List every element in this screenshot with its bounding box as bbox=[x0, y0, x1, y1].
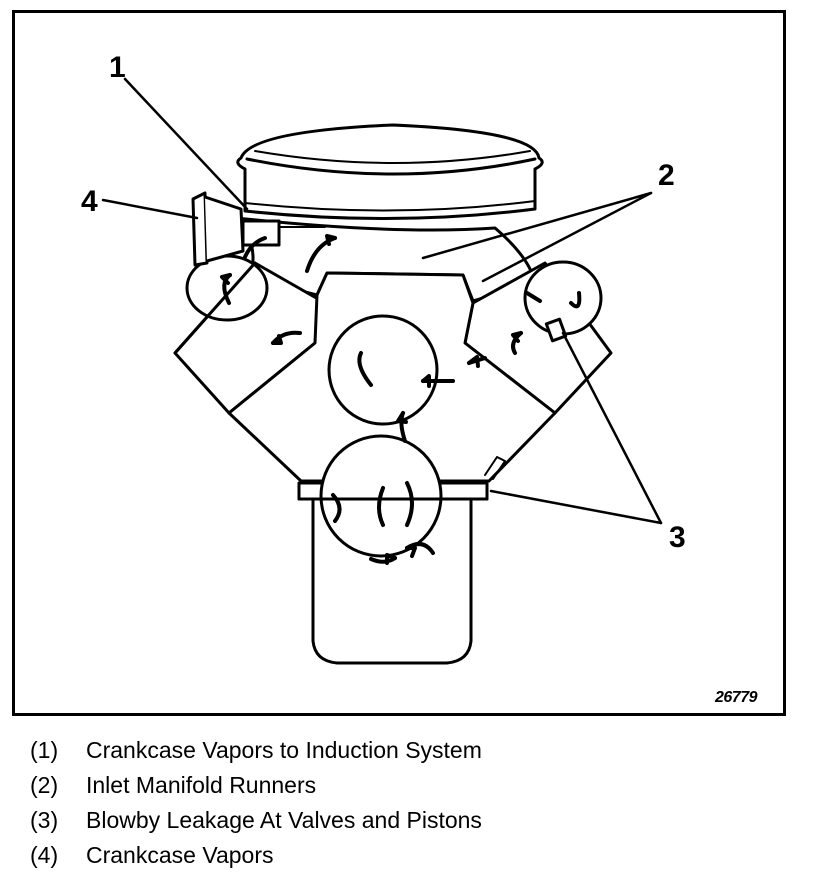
legend-item: (4) Crankcase Vapors bbox=[30, 838, 790, 873]
intake-manifold bbox=[235, 216, 537, 303]
legend-text: Inlet Manifold Runners bbox=[86, 772, 317, 798]
piston-circle-upper bbox=[327, 314, 439, 426]
legend-number: (2) bbox=[30, 772, 59, 798]
pcv-valve bbox=[191, 191, 326, 267]
left-cylinder-head bbox=[173, 254, 327, 415]
breather-tube bbox=[484, 456, 506, 480]
air-cleaner bbox=[236, 123, 544, 221]
valve-spring-marker bbox=[544, 317, 568, 343]
leader-lines bbox=[101, 77, 663, 525]
callout-3: 3 bbox=[669, 521, 686, 554]
legend-number: (1) bbox=[30, 737, 59, 763]
callout-4: 4 bbox=[81, 185, 98, 218]
legend-text: Crankcase Vapors bbox=[86, 842, 274, 868]
callout-1: 1 bbox=[109, 51, 126, 84]
callout-2: 2 bbox=[658, 159, 675, 192]
engine-diagram bbox=[101, 77, 663, 665]
vapor-arrows bbox=[220, 234, 582, 565]
engine-diagram-frame: 1 2 3 4 26779 bbox=[12, 10, 786, 716]
legend-number: (4) bbox=[30, 842, 59, 868]
legend-number: (3) bbox=[30, 807, 59, 833]
legend-item: (1) Crankcase Vapors to Induction System bbox=[30, 733, 790, 768]
legend: (1) Crankcase Vapors to Induction System… bbox=[30, 733, 790, 873]
figure-id: 26779 bbox=[715, 689, 758, 706]
legend-item: (3) Blowby Leakage At Valves and Pistons bbox=[30, 803, 790, 838]
legend-text: Crankcase Vapors to Induction System bbox=[86, 737, 482, 763]
legend-item: (2) Inlet Manifold Runners bbox=[30, 768, 790, 803]
legend-text: Blowby Leakage At Valves and Pistons bbox=[86, 807, 482, 833]
